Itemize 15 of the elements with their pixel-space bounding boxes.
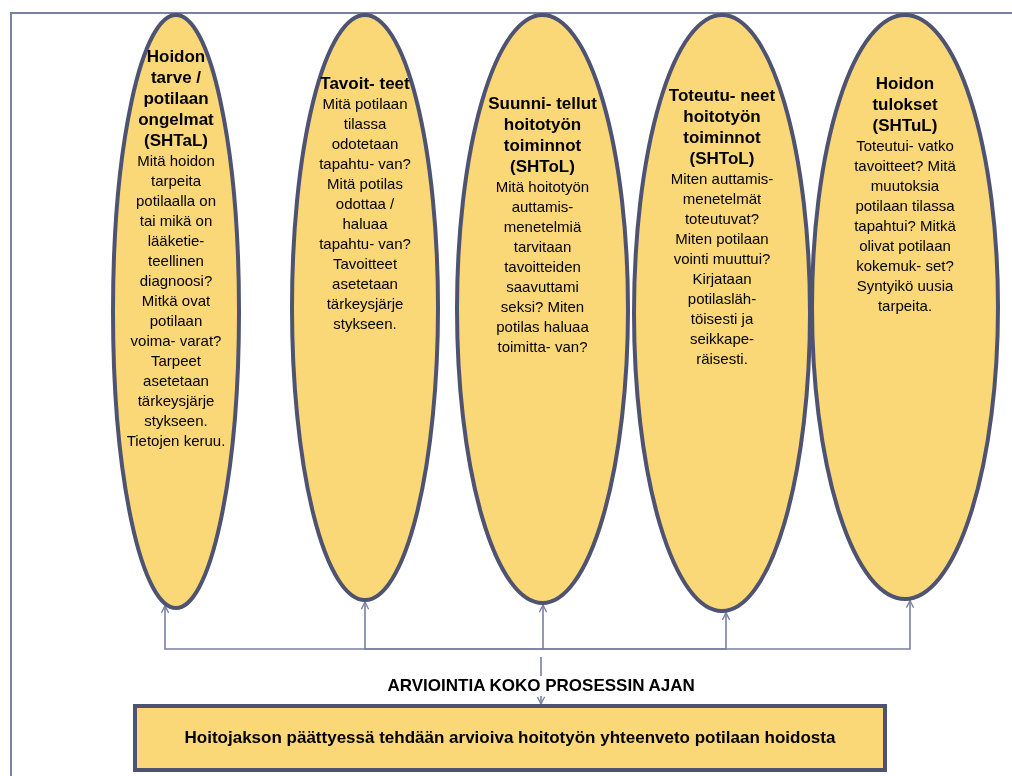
phase-description: Miten auttamis- menetelmät toteutuvat? Miten potilaan vointi muuttui? Kirjataan potilasläh- töisesti ja seikkape- räisesti. (669, 169, 775, 369)
phase-heading: Tavoit- teet (319, 73, 411, 94)
arrow (360, 601, 542, 650)
phase-description: Mitä hoidon tarpeita potilaalla on tai mikä on lääketie- teellinen diagnoosi? Mitkä ovat potilaan voima- varat? Tarpeet asetetaan tärkeysjärje stykseen. Tietojen keruu. (126, 151, 226, 451)
phase-heading: Suunni- tellut hoitotyön toiminnot (SHToL) (487, 93, 598, 177)
summary-box: Hoitojakson päättyessä tehdään arvioiva hoitotyön yhteenveto potilaan hoidosta (133, 704, 887, 772)
phase-description: Mitä hoitotyön auttamis- menetelmiä tarvitaan tavoitteiden saavuttami seksi? Miten potilas haluaa toimitta- van? (494, 177, 591, 357)
evaluation-label: ARVIOINTIA KOKO PROSESSIN AJAN (385, 676, 697, 696)
phase-heading: Hoidon tulokset (SHTuL) (871, 73, 939, 136)
phase-heading: Toteutu- neet hoitotyön toiminnot (SHToL) (667, 85, 777, 169)
phase-description: Toteutui- vatko tavoitteet? Mitä muutoksia potilaan tilassa tapahtui? Mitkä olivat potilaan kokemuk- set? Syntyikö uusia tarpeita. (853, 136, 957, 316)
phase-heading: Hoidon tarve / potilaan ongelmat (SHTaL) (137, 46, 215, 151)
phase-description: Mitä potilaan tilassa odotetaan tapahtu- van? Mitä potilas odottaa / haluaa tapahtu- van? Tavoitteet asetetaan tärkeysjärje stykseen. (318, 94, 412, 334)
arrow (540, 599, 915, 650)
arrow (538, 604, 548, 650)
